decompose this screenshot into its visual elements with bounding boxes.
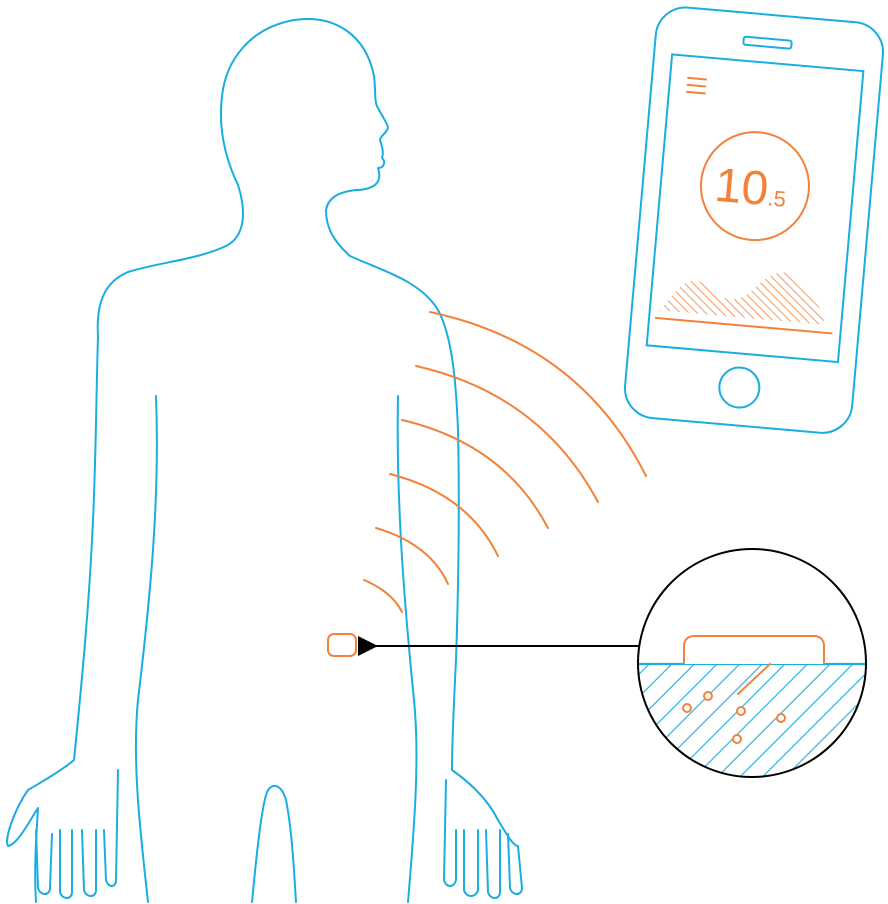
rounded-patch-sensor-icon [328, 634, 356, 656]
magnified-sensor [684, 636, 824, 664]
signal-arc-4 [402, 420, 548, 528]
torso-left-outline [7, 185, 243, 902]
left-hand [36, 770, 118, 898]
skin-cross-section-magnifier [630, 549, 880, 784]
smartphone: 10.5 [622, 5, 885, 435]
signal-arc-1 [364, 580, 402, 612]
legs-outline [252, 786, 296, 902]
signal-arc-2 [376, 528, 448, 584]
reading-major: 10 [713, 159, 771, 216]
signal-arc-3 [390, 474, 498, 556]
wireless-signal [364, 312, 646, 612]
head-outline [221, 19, 388, 256]
human-body [7, 19, 522, 902]
reading-minor: .5 [766, 185, 786, 212]
right-inner-arm [398, 396, 417, 902]
signal-arc-6 [430, 312, 646, 476]
left-inner-arm [136, 396, 157, 902]
torso-right-outline [350, 256, 518, 846]
